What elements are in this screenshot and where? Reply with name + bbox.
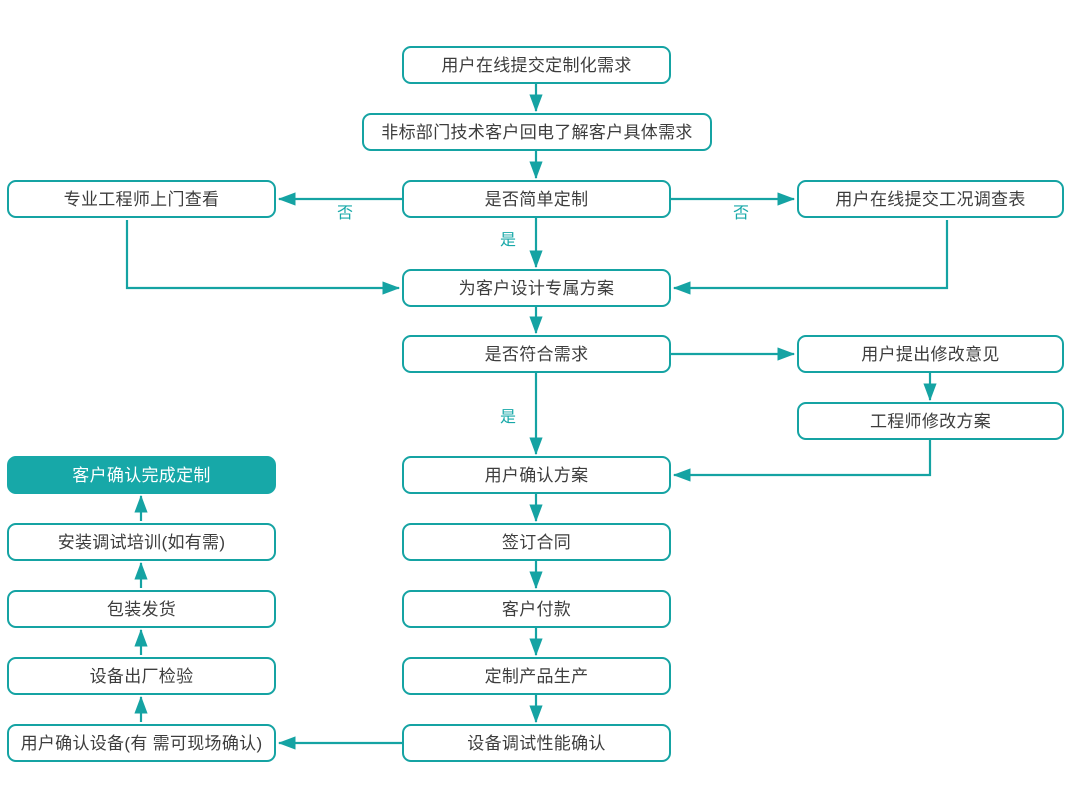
edge-label-yes-bottom: 是 [500,409,517,426]
node-customer-confirm-complete[interactable]: 客户确认完成定制 [7,456,276,494]
node-decision-meets-requirements[interactable]: 是否符合需求 [402,335,671,373]
connector-revise-to-confirm-plan [672,440,932,482]
node-engineer-onsite-visit[interactable]: 专业工程师上门查看 [7,180,276,218]
node-engineer-revise-plan[interactable]: 工程师修改方案 [797,402,1064,440]
edge-label-no-left: 否 [337,205,354,222]
node-submit-custom-request[interactable]: 用户在线提交定制化需求 [402,46,671,84]
edge-label-no-right: 否 [733,205,750,222]
node-design-exclusive-plan[interactable]: 为客户设计专属方案 [402,269,671,307]
node-factory-inspection[interactable]: 设备出厂检验 [7,657,276,695]
node-customer-payment[interactable]: 客户付款 [402,590,671,628]
node-callback-understand-needs[interactable]: 非标部门技术客户回电了解客户具体需求 [362,113,712,151]
node-user-revision-request[interactable]: 用户提出修改意见 [797,335,1064,373]
node-submit-condition-survey[interactable]: 用户在线提交工况调查表 [797,180,1064,218]
connector-engineer-visit-to-design [125,220,401,295]
node-user-confirm-plan[interactable]: 用户确认方案 [402,456,671,494]
node-sign-contract[interactable]: 签订合同 [402,523,671,561]
connector-survey-form-to-design [672,220,949,295]
node-custom-production[interactable]: 定制产品生产 [402,657,671,695]
node-packaging-shipment[interactable]: 包装发货 [7,590,276,628]
node-user-confirm-equipment[interactable]: 用户确认设备(有 需可现场确认) [7,724,276,762]
edge-label-yes-top: 是 [500,232,517,249]
node-decision-simple-customization[interactable]: 是否简单定制 [402,180,671,218]
node-equipment-commissioning[interactable]: 设备调试性能确认 [402,724,671,762]
connector-group [125,84,949,750]
node-installation-training[interactable]: 安装调试培训(如有需) [7,523,276,561]
